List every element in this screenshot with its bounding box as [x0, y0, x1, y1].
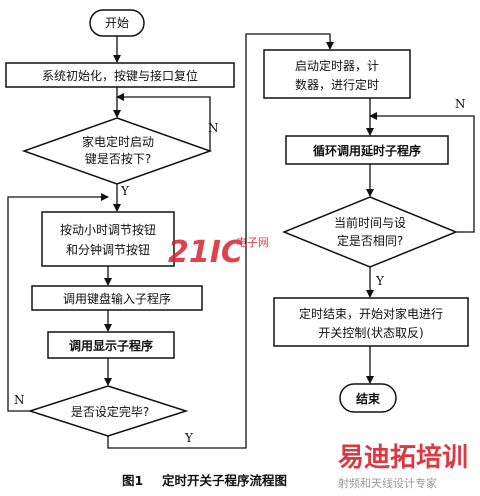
arrow-done-to-right	[107, 33, 334, 449]
delay-loop-label: 循环调用延时子程序	[313, 143, 421, 158]
figure-number: 图1	[122, 473, 143, 488]
adjust-line2: 和分钟调节按钮	[66, 242, 150, 257]
compare-line1: 当前时间与设	[334, 215, 406, 230]
check-key-line2: 键是否按下?	[85, 152, 151, 166]
loop-compare-no	[369, 112, 475, 233]
brand-watermark-text: 21IC	[168, 235, 243, 270]
finish-process	[273, 297, 469, 347]
compare-no-label: N	[455, 97, 466, 111]
loop-check-done-no	[7, 193, 109, 412]
adjust-line1: 按动小时调节按钮	[60, 222, 156, 237]
delay-loop-process	[285, 135, 449, 165]
adjust-process	[41, 211, 175, 267]
loop-check-key-no	[116, 93, 211, 151]
start-label: 开始	[105, 16, 129, 30]
compare-yes-label: Y	[375, 274, 385, 288]
compare-line2: 定是否相同?	[337, 233, 403, 248]
check-key-line1: 家电定时启动	[82, 134, 154, 149]
finish-line1: 定时结束，开始对家电进行	[299, 306, 443, 321]
init-process	[5, 62, 235, 88]
brand-watermark-21ic: 21IC 电子网	[168, 235, 269, 270]
display-label: 调用显示子程序	[69, 338, 153, 353]
finish-line2: 开关控制(状态取反)	[318, 326, 423, 340]
end-label: 结束	[356, 391, 381, 406]
start-timer-line2: 数器，进行定时	[295, 77, 379, 92]
figure-title: 定时开关子程序流程图	[161, 473, 287, 488]
check-done-label: 是否设定完毕?	[71, 404, 149, 419]
check-key-no-label: N	[208, 121, 219, 135]
keyboard-process	[31, 285, 203, 311]
init-label: 系统初始化，按键与接口复位	[42, 68, 198, 83]
keyboard-label: 调用键盘输入子程序	[63, 291, 171, 306]
display-process	[47, 331, 175, 359]
end-terminal	[339, 383, 397, 413]
site-watermark-sub: 射频和天线设计专家	[338, 476, 437, 490]
check-key-yes-label: Y	[120, 184, 130, 198]
check-done-yes-label: Y	[184, 431, 194, 445]
start-timer-process	[263, 49, 411, 99]
site-watermark-text: 易迪拓培训	[338, 443, 468, 473]
start-timer-line1: 启动定时器，计	[295, 58, 379, 73]
check-done-no-label: N	[14, 393, 25, 407]
check-key-decision	[21, 117, 213, 185]
brand-watermark-sub: 电子网	[236, 236, 269, 249]
compare-time-decision	[282, 196, 458, 268]
site-watermark: 易迪拓培训 射频和天线设计专家	[338, 443, 468, 490]
